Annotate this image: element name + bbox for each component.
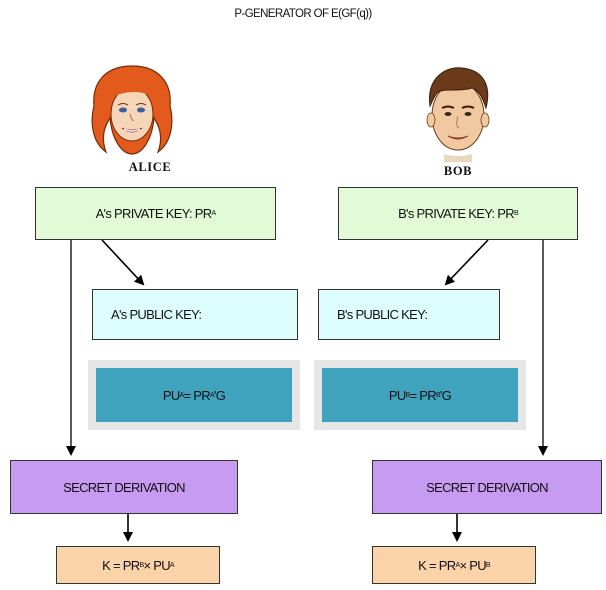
alice-formula-tail: 'G <box>213 387 226 403</box>
bob-formula-mid-sub: B <box>435 391 441 399</box>
bob-formula-tail: 'G <box>439 387 452 403</box>
bob-avatar <box>426 67 490 162</box>
bob-public-key-box: B's PUBLIC KEY: <box>318 289 500 340</box>
alice-formula-lhs-sub: A <box>179 391 185 399</box>
alice-result-sub2: A <box>169 561 175 569</box>
alice-secret-derivation-box: SECRET DERIVATION <box>10 460 238 514</box>
bob-result-mid: × PU <box>459 557 486 573</box>
alice-private-key-label: A's PRIVATE KEY: PR <box>95 206 213 221</box>
bob-formula-lhs: PU <box>388 387 406 403</box>
bob-private-key-label: B's PRIVATE KEY: PR <box>398 206 515 221</box>
alice-formula-lhs: PU <box>162 387 180 403</box>
bob-private-to-public-arrow <box>444 239 489 286</box>
bob-formula-lhs-sub: B <box>405 391 411 399</box>
alice-result-prefix: K = PR <box>102 557 140 573</box>
bob-public-key-label: B's PUBLIC KEY: <box>337 307 428 322</box>
alice-formula-mid: = PR <box>183 387 211 403</box>
alice-avatar <box>91 65 173 155</box>
alice-formula-mid-sub: A <box>209 391 215 399</box>
bob-private-key-sub: B <box>513 210 519 217</box>
bob-result-sub1: A <box>455 561 460 569</box>
bob-secret-derivation-box: SECRET DERIVATION <box>372 460 602 514</box>
bob-formula-mid: = PR <box>409 387 437 403</box>
alice-public-key-box: A's PUBLIC KEY: <box>92 289 298 340</box>
alice-private-to-public-arrow <box>101 239 145 286</box>
bob-result-sub2: B <box>485 561 491 569</box>
alice-result-mid: × PU <box>143 557 170 573</box>
bob-name: BOB <box>443 164 473 178</box>
alice-secret-derivation-label: SECRET DERIVATION <box>63 479 185 495</box>
bob-result-prefix: K = PR <box>418 557 456 573</box>
bob-secret-derivation-label: SECRET DERIVATION <box>426 479 548 495</box>
alice-public-key-label: A's PUBLIC KEY: <box>111 307 202 322</box>
alice-private-key-sub: A <box>211 210 216 217</box>
alice-name: ALICE <box>128 160 172 174</box>
diagram-title: P-GENERATOR OF E(GF(q)) <box>234 8 372 20</box>
alice-result-sub1: B <box>139 561 144 569</box>
